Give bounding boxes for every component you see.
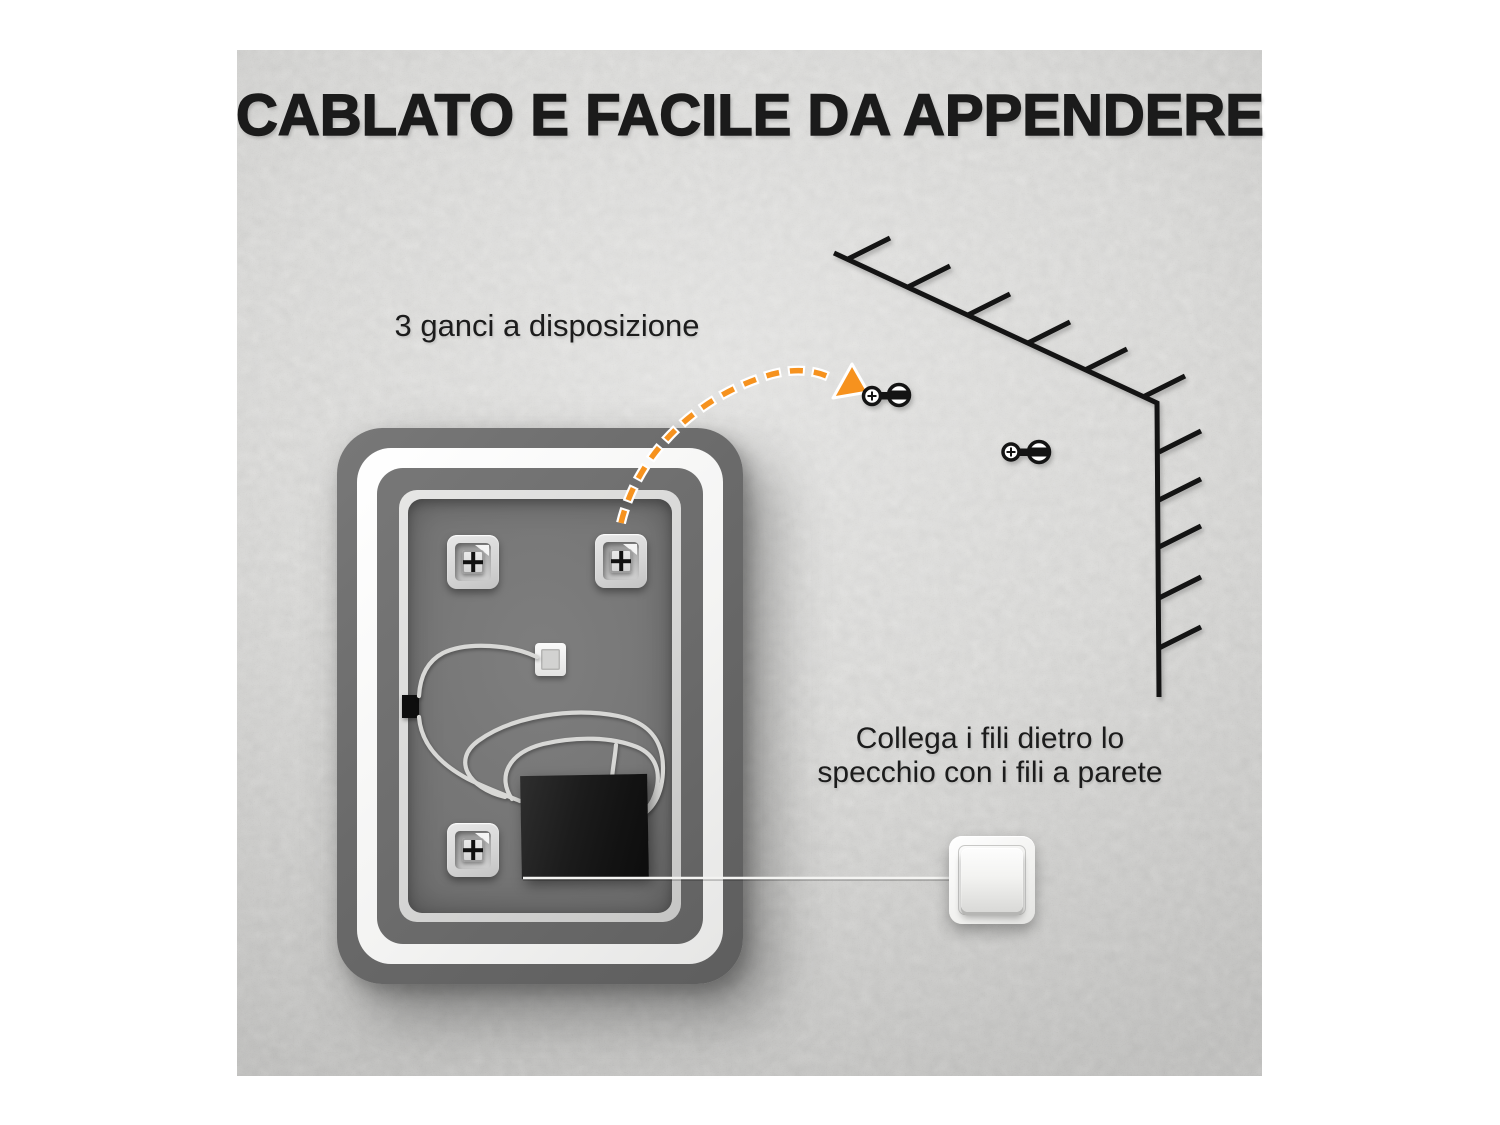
hook-recess bbox=[455, 831, 491, 869]
wiring-caption-line2: specchio con i fili a parete bbox=[817, 756, 1163, 789]
hook-recess bbox=[455, 543, 491, 581]
power-connector bbox=[402, 695, 419, 718]
wiring-caption: Collega i fili dietro lo specchio con i … bbox=[775, 722, 1205, 790]
led-driver-box bbox=[520, 773, 649, 880]
junction-connector bbox=[535, 643, 566, 676]
switch-frame bbox=[958, 845, 1026, 915]
plus-icon bbox=[471, 552, 475, 572]
wire-loop-outer bbox=[463, 710, 666, 821]
mounting-hook-icon-top-left bbox=[447, 535, 499, 589]
wire-to-junction bbox=[416, 643, 540, 699]
hook-recess bbox=[603, 542, 639, 580]
page-title: CABLATO E FACILE DA APPENDERE bbox=[235, 82, 1264, 149]
hook-plate bbox=[610, 549, 632, 573]
mounting-hook-icon-bottom-left bbox=[447, 823, 499, 877]
power-wires bbox=[416, 643, 666, 821]
light-switch bbox=[949, 836, 1035, 924]
mirror-back-panel bbox=[337, 428, 743, 984]
plus-icon bbox=[619, 551, 623, 571]
hooks-caption: 3 ganci a disposizione bbox=[394, 308, 700, 343]
wiring-caption-line1: Collega i fili dietro lo bbox=[855, 722, 1125, 755]
junction-connector-inner bbox=[541, 649, 560, 670]
plus-icon bbox=[471, 840, 475, 860]
switch-rocker bbox=[961, 848, 1023, 912]
hook-plate bbox=[462, 838, 484, 862]
mounting-hook-icon-top-right bbox=[595, 534, 647, 588]
wire-loop-inner bbox=[503, 736, 660, 820]
hook-plate bbox=[462, 550, 484, 574]
wire-into-driver bbox=[609, 742, 619, 781]
